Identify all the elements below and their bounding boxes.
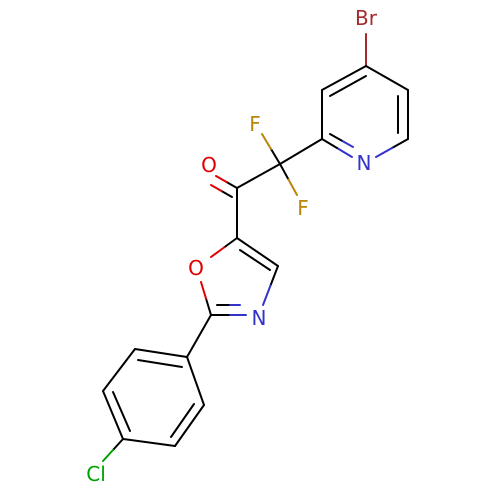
atom-label-br: Br [355, 6, 378, 30]
bond-pyr-1 [365, 65, 409, 91]
bond-cf2-f2-a [279, 163, 290, 181]
bond-ph-6 [186, 356, 205, 406]
bond-pyr-6-inner [329, 75, 367, 97]
atom-label-cl: Cl [86, 462, 106, 486]
atom-label-f1: F [249, 112, 261, 136]
atom-label-o-carbonyl: O [201, 153, 217, 177]
bond-co-2-a [220, 190, 233, 198]
bond-ox-c5-c4 [236, 237, 279, 267]
bond-ox-c2-o-b [200, 281, 207, 300]
bond-oxazole-phenyl [186, 314, 212, 358]
bonds [102, 33, 409, 462]
bond-ox-c4-n-a [269, 265, 279, 287]
bond-ph-3-inner [112, 391, 131, 432]
atom-labels: Br N F F O O N Cl [86, 6, 378, 486]
bond-ph-5-inner [170, 403, 195, 438]
bond-pyr-4-inner-a [340, 139, 354, 148]
bond-cf2-f2-b [287, 178, 298, 196]
bond-ox-c2-o-a [205, 297, 212, 316]
bond-ox-c5-o-b [210, 246, 225, 258]
bond-cf2-co [236, 163, 281, 189]
bond-pyr-3-a [391, 138, 409, 149]
bond-ph-4 [122, 438, 176, 447]
bond-ph-1 [134, 348, 188, 358]
bond-pyr-cf2 [279, 138, 323, 165]
bond-ph-3 [102, 390, 124, 440]
bond-co-1-a [225, 181, 238, 189]
bond-ox-c4-n-b [262, 284, 272, 306]
bond-ph-2 [102, 348, 136, 392]
bond-cf2-f1-a [270, 148, 281, 165]
bond-pyr-3-b [375, 147, 393, 158]
atom-label-f2: F [297, 196, 309, 220]
bond-ph-5 [174, 404, 205, 447]
atom-label-o-oxazole: O [188, 256, 204, 280]
bond-pyr-6 [321, 65, 367, 91]
bond-cf2-f1-b [261, 133, 272, 150]
bond-pyr-4-inner-b [329, 133, 343, 142]
bond-pyr-4-b [321, 138, 338, 149]
bond-co-1-b [215, 175, 228, 183]
bond-c-cl-b [102, 449, 114, 462]
bond-ox-c5-o-a [223, 237, 238, 249]
bond-pyr-4-a [336, 147, 353, 158]
bond-ph-1-inner [137, 359, 183, 368]
atom-label-n-oxazole: N [252, 306, 267, 330]
bond-ox-c5-c4-inner [239, 249, 271, 271]
atom-label-n-pyridine: N [357, 151, 372, 175]
bond-co-2-b [210, 184, 223, 192]
bond-c-cl-a [112, 438, 124, 451]
